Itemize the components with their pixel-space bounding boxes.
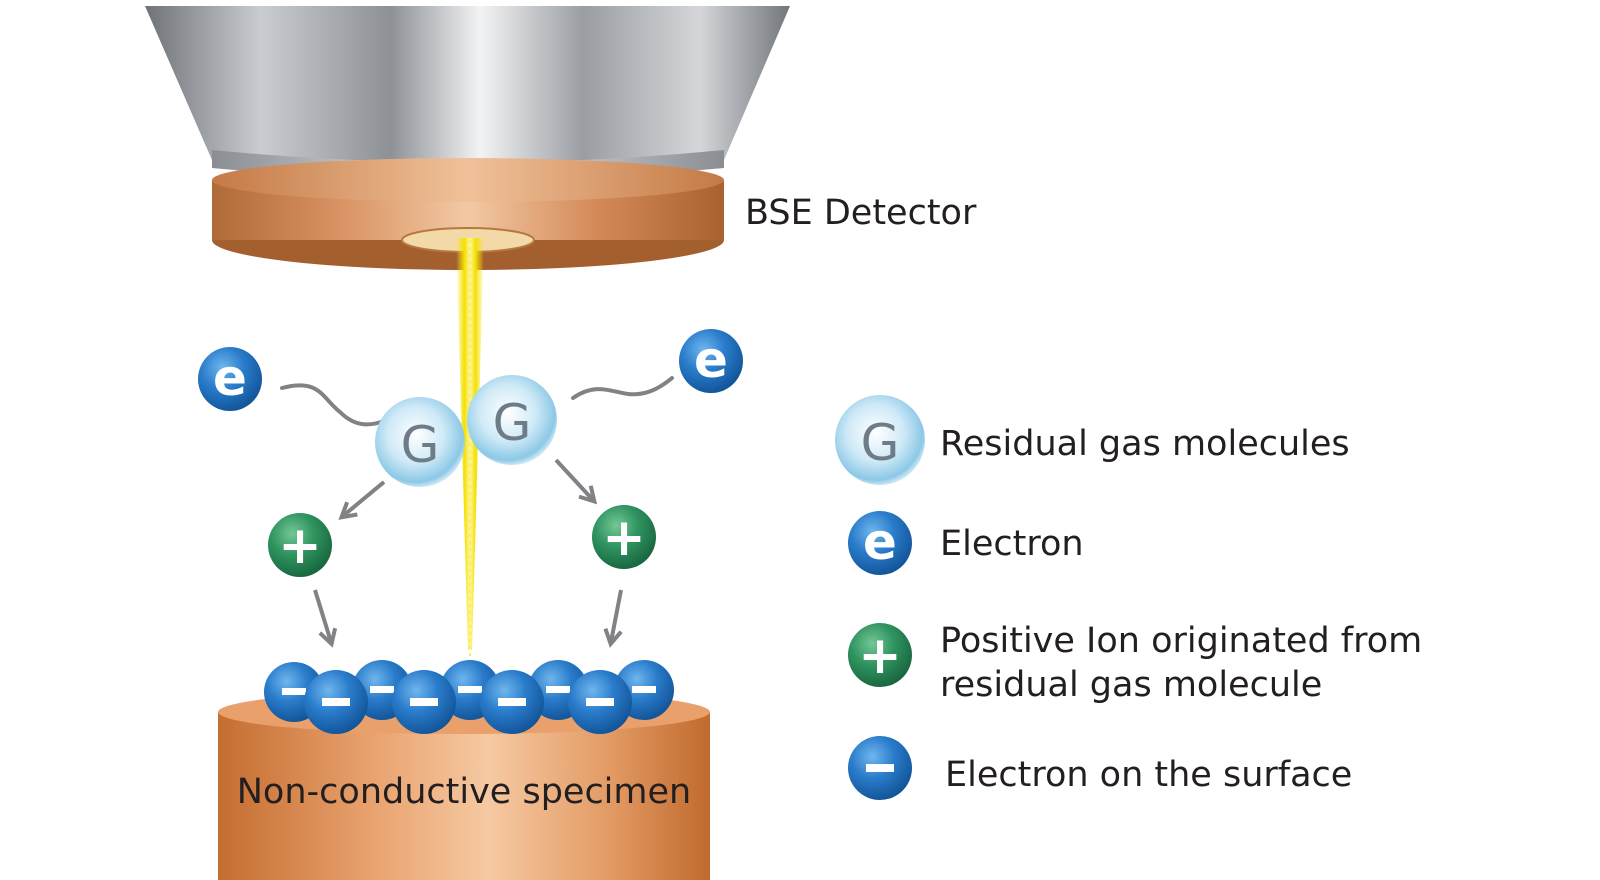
legend-electron-icon: e bbox=[848, 511, 912, 575]
positive-ion-icon: + bbox=[592, 505, 656, 569]
gas-molecule-icon: G bbox=[375, 397, 465, 487]
surface-electron-icon bbox=[392, 670, 456, 734]
arrow-ion-to-surface-left bbox=[313, 589, 338, 648]
specimen-label: Non-conductive specimen bbox=[236, 772, 692, 812]
positive-ion-symbol: + bbox=[602, 508, 646, 568]
arrow-gas-to-ion-right bbox=[554, 458, 598, 505]
electron-icon: e bbox=[198, 347, 262, 411]
legend-label-positive-ion: Positive Ion originated from residual ga… bbox=[940, 621, 1423, 705]
surface-electron-icon bbox=[304, 670, 368, 734]
legend-label-gas-molecules: Residual gas molecules bbox=[940, 424, 1350, 464]
bse-detector-label: BSE Detector bbox=[745, 193, 977, 233]
legend-label-electron: Electron bbox=[940, 524, 1084, 564]
gas-molecule-symbol: G bbox=[401, 416, 440, 474]
legend-positive-ion-icon: + bbox=[848, 623, 912, 687]
legend-label-surface-electron: Electron on the surface bbox=[945, 755, 1353, 795]
electron-symbol: e bbox=[694, 331, 728, 389]
arrow-ion-to-surface-right bbox=[603, 589, 623, 648]
electron-icon: e bbox=[679, 329, 743, 393]
surface-electron-icon bbox=[480, 670, 544, 734]
electron-beam bbox=[456, 238, 484, 720]
electron-symbol: e bbox=[213, 349, 247, 407]
arrow-gas-to-ion-left bbox=[338, 480, 386, 520]
legend-ion-symbol: + bbox=[858, 626, 902, 686]
positive-ion-symbol: + bbox=[278, 516, 322, 576]
surface-electron-icon bbox=[568, 670, 632, 734]
legend-gas-molecule-icon: G bbox=[835, 395, 925, 485]
legend-gas-symbol: G bbox=[861, 414, 900, 472]
electron-path-left bbox=[280, 383, 388, 427]
legend-surface-electron-icon bbox=[848, 736, 912, 800]
objective-lens bbox=[145, 6, 790, 180]
electron-path-right bbox=[571, 376, 674, 400]
positive-ion-icon: + bbox=[268, 513, 332, 577]
bse-detector bbox=[212, 158, 724, 270]
gas-molecule-symbol: G bbox=[493, 394, 532, 452]
surface-electron-row-front bbox=[304, 670, 632, 734]
gas-molecule-icon: G bbox=[467, 375, 557, 465]
legend-electron-symbol: e bbox=[863, 513, 897, 571]
